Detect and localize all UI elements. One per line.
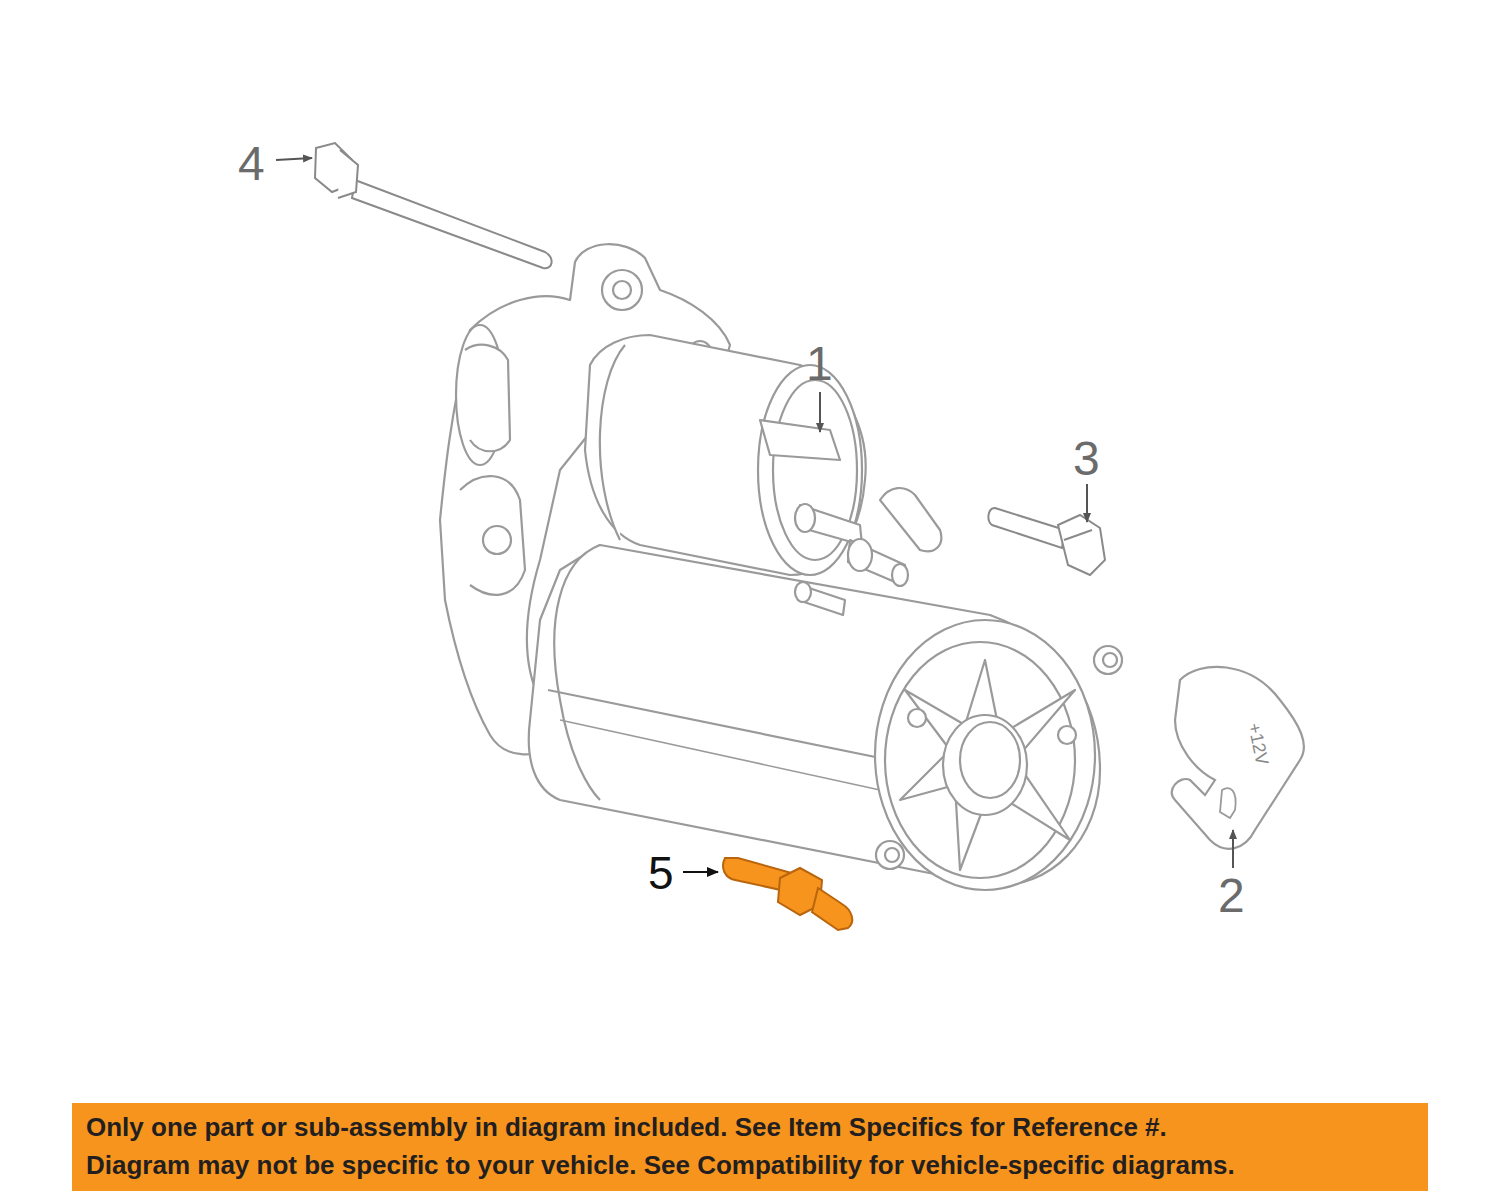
long-bolt bbox=[315, 143, 552, 268]
callout-number: 1 bbox=[806, 340, 833, 388]
leader-lines bbox=[276, 158, 1233, 868]
cap-slot bbox=[1220, 788, 1236, 818]
notice-banner: Only one part or sub-assembly in diagram… bbox=[72, 1103, 1428, 1191]
callout-number: 3 bbox=[1073, 435, 1100, 483]
terminal-cap bbox=[1172, 667, 1304, 849]
highlighted-stud bbox=[723, 858, 852, 930]
notice-text: Only one part or sub-assembly in diagram… bbox=[86, 1109, 1414, 1147]
notice-text: Diagram may not be specific to your vehi… bbox=[86, 1147, 1414, 1185]
callout-number: 2 bbox=[1218, 872, 1245, 920]
leader-line bbox=[683, 871, 718, 873]
callout-number: 4 bbox=[238, 140, 265, 188]
callout-number: 5 bbox=[648, 850, 674, 896]
starter-motor bbox=[440, 244, 1122, 890]
